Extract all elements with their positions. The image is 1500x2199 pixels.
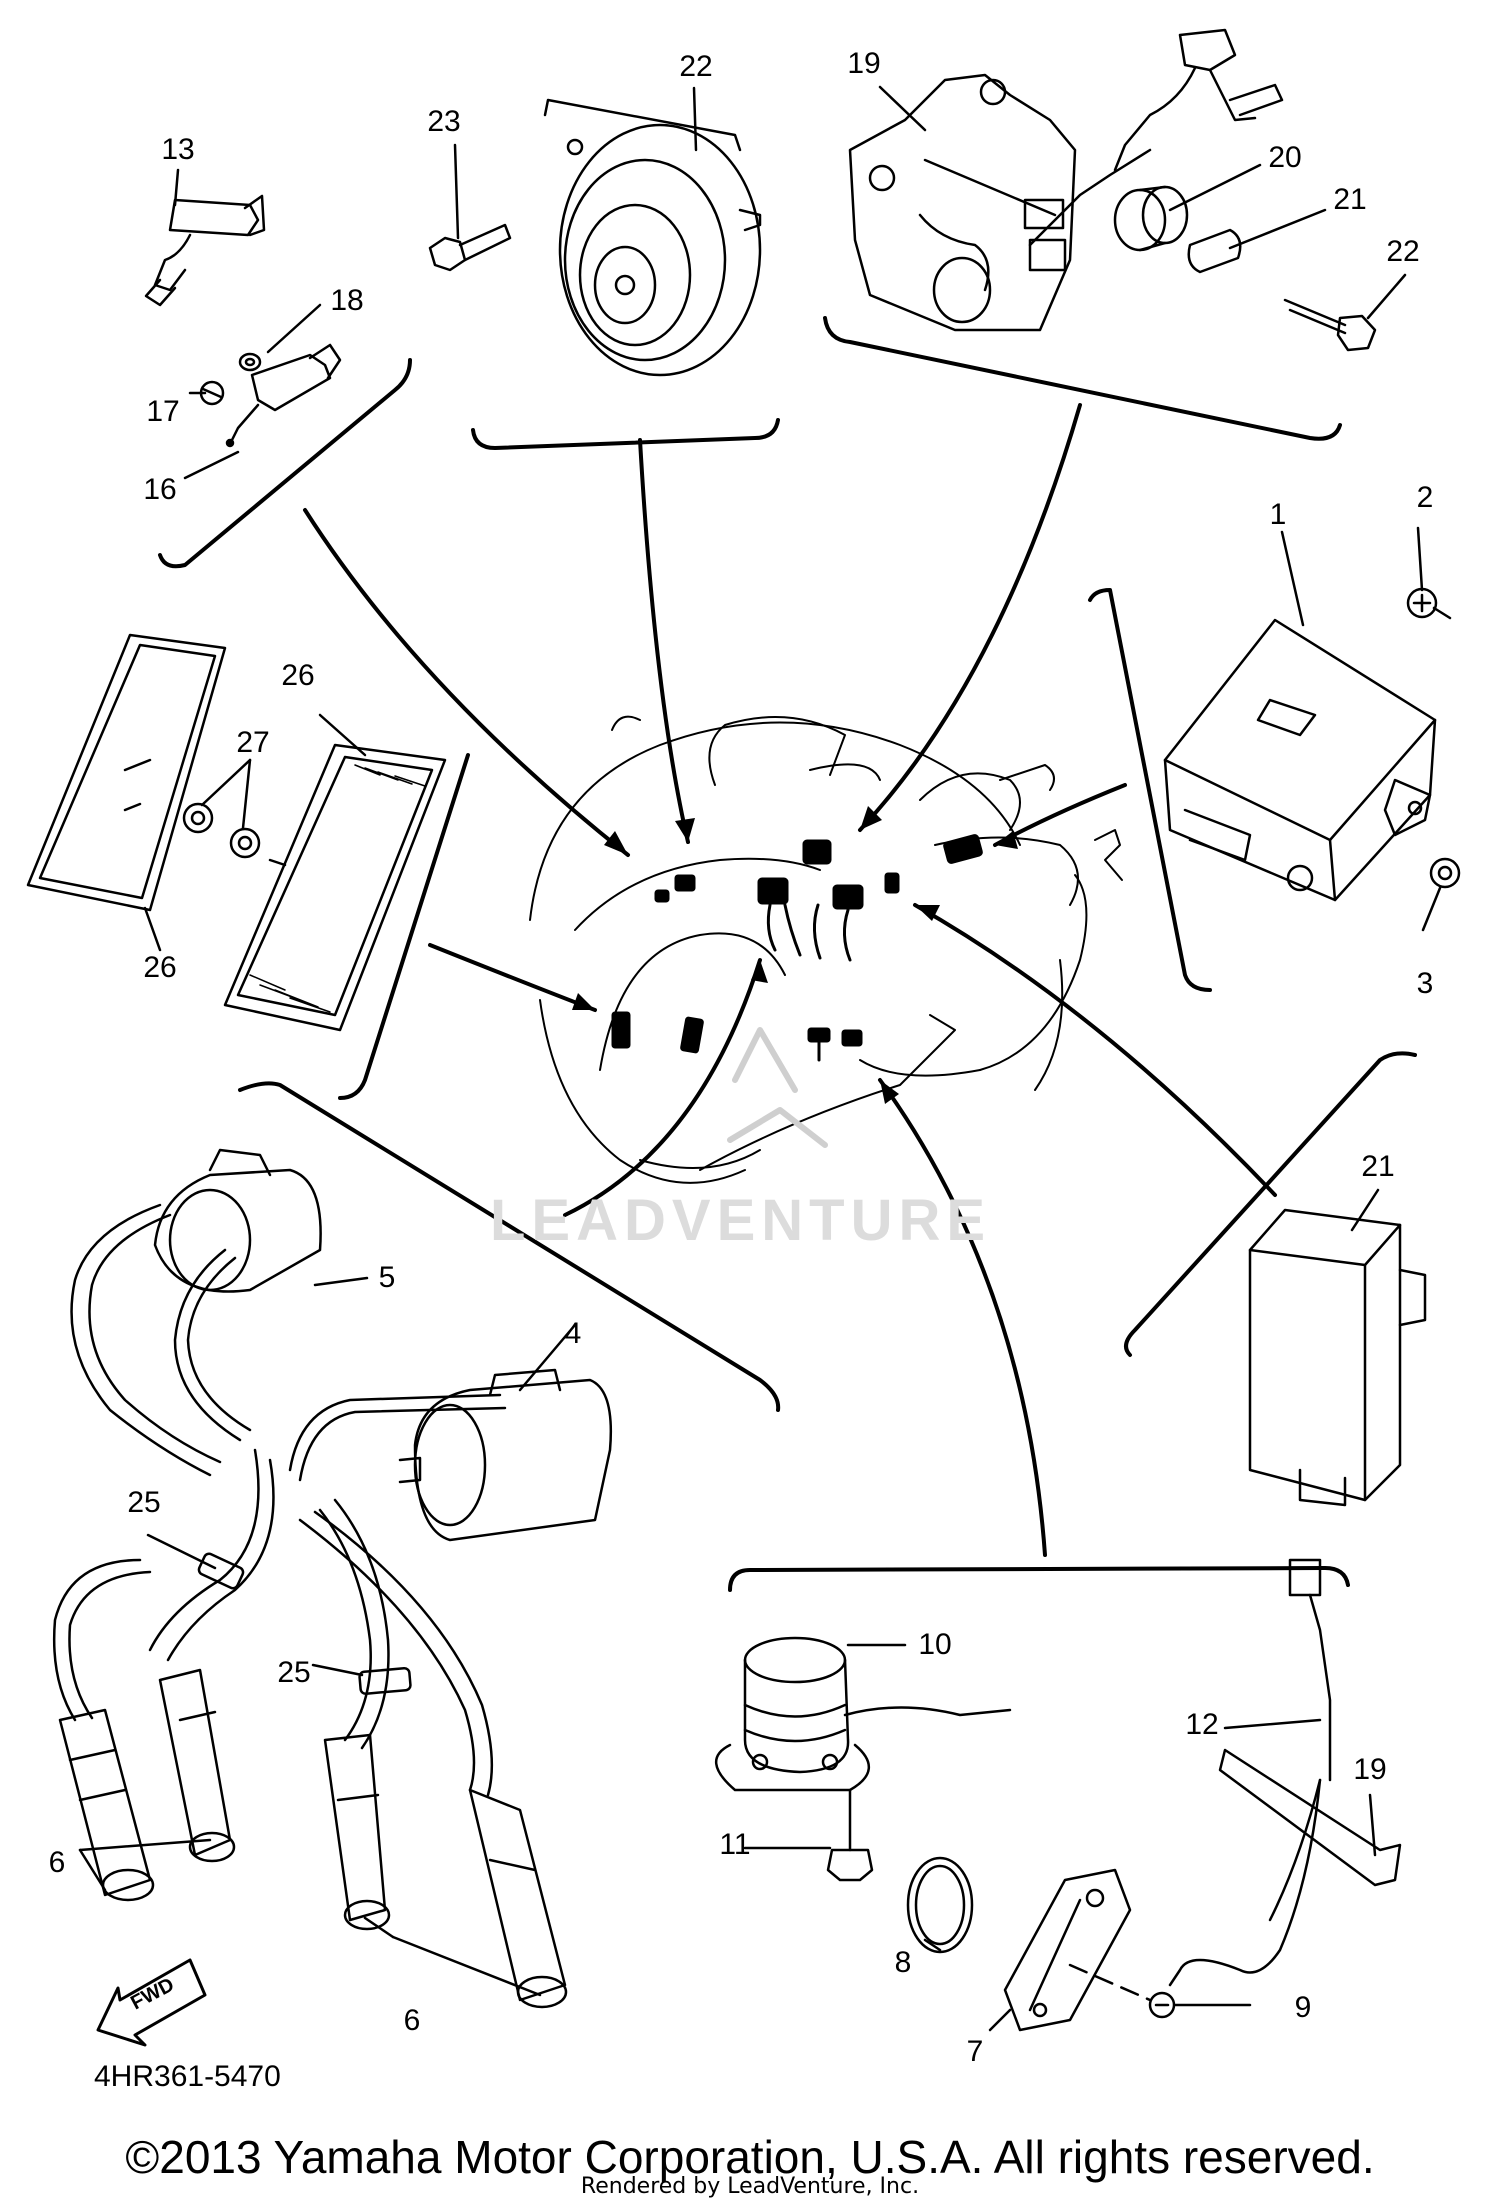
callout-27: 27 — [236, 726, 270, 759]
leader-arrowheads — [572, 806, 1018, 1104]
horn-part — [543, 98, 762, 377]
callout-23: 22 — [679, 50, 713, 83]
callout-8: 8 — [894, 1946, 912, 1979]
callout-leaders — [78, 85, 1442, 2032]
reflector-right-part — [223, 743, 447, 1032]
relay-part — [1248, 1208, 1427, 1507]
reflector-left-part — [26, 633, 227, 912]
thermo-switch-part — [144, 194, 266, 307]
callout-16: 18 — [330, 284, 364, 317]
bracket-reflector — [338, 753, 470, 1100]
starter-relay-10-part — [714, 1636, 1012, 1792]
callout-17: 19 — [847, 47, 881, 80]
nut-3-part — [1429, 857, 1461, 889]
collar-19-part — [1187, 228, 1242, 274]
callout-24: 23 — [427, 105, 461, 138]
spark-plug-caps — [58, 1668, 568, 2009]
bracket-lean-switch — [823, 316, 1342, 441]
callout-20: 22 — [1386, 235, 1420, 268]
fwd-arrow-icon — [96, 1958, 207, 2047]
bracket-ecu — [1088, 588, 1212, 992]
callout-7: 7 — [966, 2035, 984, 2068]
bracket-relay — [1124, 1051, 1417, 1357]
neutral-switch-7-part — [1003, 1868, 1132, 2032]
leader-arrows — [303, 403, 1277, 1557]
callout-15: 17 — [146, 395, 180, 428]
callout-1: 1 — [1269, 498, 1287, 531]
cable-tie-21-part — [1218, 1748, 1402, 1887]
reflector-hatch — [249, 764, 426, 1013]
callout-6-left: 6 — [48, 1846, 66, 1879]
callout-25-right: 25 — [277, 1656, 311, 1689]
rendered-by-notice: Rendered by LeadVenture, Inc. — [580, 2174, 920, 2199]
callout-2: 2 — [1416, 481, 1434, 514]
bolt-24-part — [428, 223, 512, 272]
o-ring-8-part — [906, 1856, 974, 1954]
callout-19: 21 — [1333, 183, 1367, 216]
callout-22: 21 — [1361, 1150, 1395, 1183]
callout-10: 10 — [918, 1628, 952, 1661]
callout-4: 4 — [564, 1317, 582, 1350]
ignition-coil-5-part — [153, 1148, 322, 1293]
callout-11: 11 — [719, 1828, 751, 1861]
lean-switch-part — [848, 73, 1152, 332]
group-brackets — [158, 316, 1417, 1592]
bolt-20-part — [1283, 298, 1377, 352]
copyright-notice: ©2013 Yamaha Motor Corporation, U.S.A. A… — [125, 2131, 1375, 2183]
ignition-coil-4-part — [398, 1368, 613, 1542]
callout-21: 19 — [1353, 1753, 1387, 1786]
lean-switch-connector — [1113, 28, 1284, 172]
diagram-code: 4HR361-5470 — [94, 2060, 281, 2093]
callout-26-left: 26 — [143, 951, 177, 984]
temperature-sensor-part — [225, 343, 342, 448]
screw-2-part — [1406, 587, 1452, 620]
motorcycle-outline — [529, 715, 1123, 1184]
bolt-11-part — [826, 1788, 874, 1882]
grommet-18-part — [1113, 185, 1189, 252]
callout-18: 20 — [1268, 141, 1302, 174]
washer-16-part — [238, 352, 262, 372]
callout-9: 9 — [1294, 1991, 1312, 2024]
lead-12-part — [1168, 1558, 1332, 1987]
callout-14: 16 — [143, 473, 177, 506]
high-tension-leads — [52, 1203, 507, 1797]
bracket-ignition — [238, 1081, 781, 1412]
nut-27-parts — [182, 802, 287, 867]
connector-leads — [766, 903, 852, 1062]
callout-5: 5 — [378, 1261, 396, 1294]
connector-blobs — [611, 834, 983, 1054]
ecu-part — [1163, 618, 1437, 902]
callout-13: 13 — [161, 133, 195, 166]
bracket-neutral — [728, 1566, 1350, 1592]
bracket-horn — [471, 418, 780, 450]
callout-12: 12 — [1185, 1708, 1219, 1741]
callout-25-left: 25 — [127, 1486, 161, 1519]
callout-26-right: 26 — [281, 659, 315, 692]
callout-6-right: 6 — [403, 2004, 421, 2037]
callout-3: 3 — [1416, 967, 1434, 1000]
watermark: LEADVENTURE — [490, 1188, 992, 1253]
bracket-sensors — [158, 358, 412, 569]
